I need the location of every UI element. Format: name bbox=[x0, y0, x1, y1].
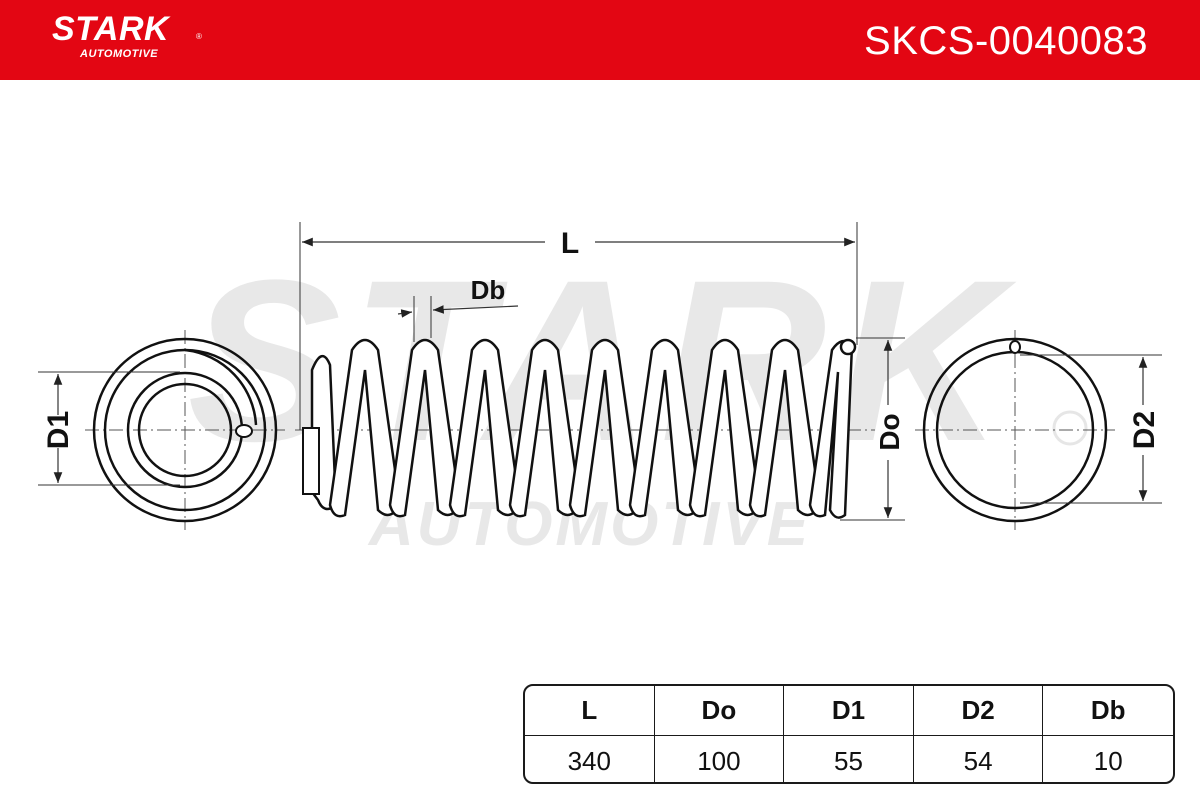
spec-value-do: 100 bbox=[655, 736, 785, 782]
spec-table: L Do D1 D2 Db 340 100 55 54 10 bbox=[523, 684, 1175, 784]
spec-value-d2: 54 bbox=[914, 736, 1044, 782]
spec-header-d1: D1 bbox=[784, 686, 914, 736]
header-bar: STARK AUTOMOTIVE ® SKCS-0040083 bbox=[0, 0, 1200, 80]
spec-header-d2: D2 bbox=[913, 686, 1044, 736]
spec-header-do: Do bbox=[654, 686, 785, 736]
spring-side-view bbox=[295, 222, 905, 521]
part-number: SKCS-0040083 bbox=[864, 19, 1148, 63]
header-background bbox=[0, 0, 1200, 80]
right-end-view bbox=[915, 330, 1162, 530]
brand-logo: STARK AUTOMOTIVE bbox=[52, 10, 169, 60]
spec-value-d1: 55 bbox=[784, 736, 914, 782]
dimension-label-do: Do bbox=[874, 413, 905, 450]
brand-name: STARK bbox=[52, 10, 170, 48]
dimension-label-l: L bbox=[561, 227, 579, 260]
left-end-view bbox=[38, 330, 285, 530]
spring-drawing: STARK AUTOMOTIVE D1 bbox=[38, 222, 1162, 559]
spec-header-l: L bbox=[525, 686, 655, 736]
dimension-label-d2: D2 bbox=[1128, 411, 1161, 449]
dimension-label-db: Db bbox=[471, 275, 506, 305]
brand-subtitle: AUTOMOTIVE bbox=[80, 48, 159, 60]
registered-icon: ® bbox=[196, 32, 202, 41]
spec-header-db: Db bbox=[1043, 686, 1173, 736]
spec-value-l: 340 bbox=[525, 736, 655, 782]
dimension-label-d1: D1 bbox=[42, 411, 75, 449]
spec-value-db: 10 bbox=[1093, 745, 1123, 776]
watermark-registered-icon bbox=[1052, 410, 1088, 446]
